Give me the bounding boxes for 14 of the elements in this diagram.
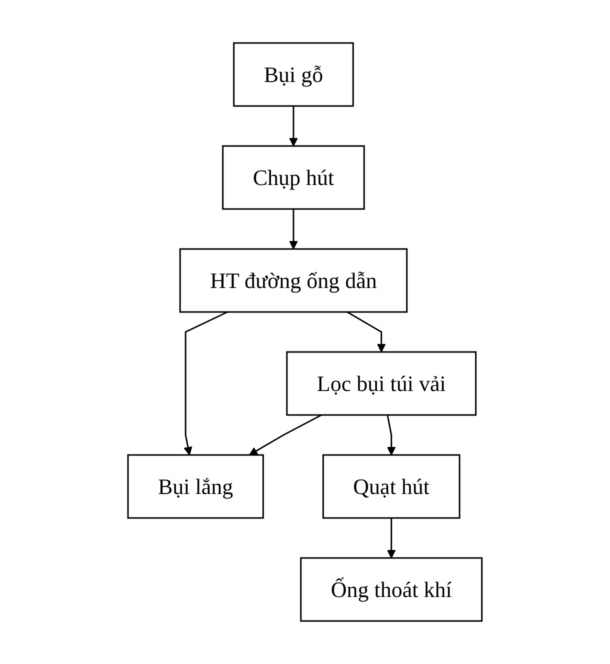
arrow bbox=[184, 311, 228, 456]
arrow bbox=[386, 414, 396, 456]
arrow bbox=[289, 106, 298, 146]
arrow bbox=[289, 209, 298, 250]
arrow bbox=[249, 414, 322, 456]
node-box: HT đường ống dẫn bbox=[179, 248, 408, 313]
node-box: Bụi gỗ bbox=[233, 42, 354, 107]
node-box: Quạt hút bbox=[322, 454, 460, 519]
node-box: Chụp hút bbox=[222, 145, 365, 210]
node-box: Ống thoát khí bbox=[300, 557, 483, 622]
arrow bbox=[346, 311, 386, 352]
node-box: Lọc bụi túi vải bbox=[286, 351, 477, 416]
arrow bbox=[387, 518, 396, 558]
node-box: Bụi lắng bbox=[127, 454, 264, 519]
